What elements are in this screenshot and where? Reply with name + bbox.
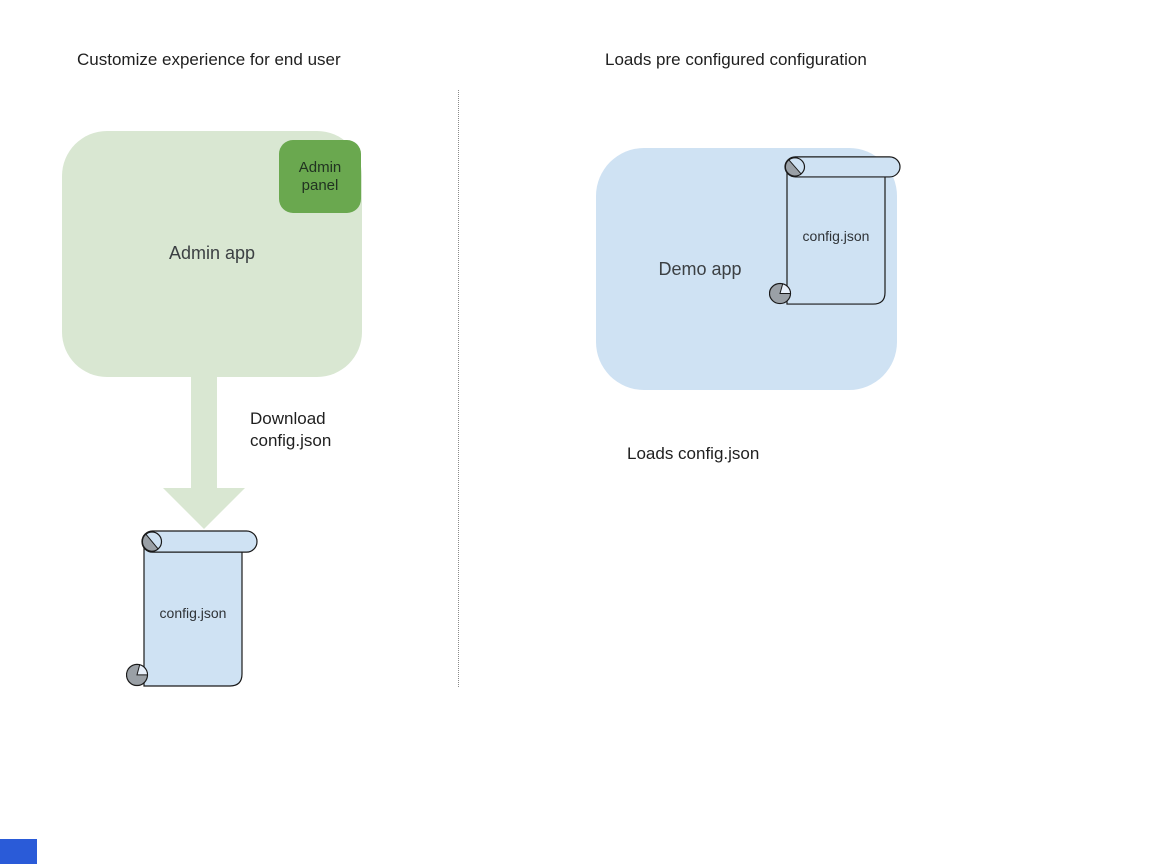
scroll-body: [786, 166, 886, 305]
download-arrow-caption-line1: Download: [250, 409, 326, 428]
right-section-title: Loads pre configured configuration: [605, 50, 867, 69]
config-file-label-right: config.json: [802, 228, 870, 244]
config-scroll-shape-left: [126, 530, 258, 687]
config-file-label-left: config.json: [159, 605, 227, 621]
download-arrow: [163, 377, 245, 529]
download-arrow-caption: Download config.json: [250, 408, 331, 452]
admin-panel-label-line1: Admin: [298, 158, 342, 176]
corner-blue-square: [0, 839, 37, 864]
config-scroll-shape-right: [769, 156, 901, 305]
download-arrow-shape: [163, 377, 245, 529]
scroll-top-curl-shade: [785, 159, 802, 177]
scroll-bottom-curl-notch: [136, 664, 149, 676]
loads-config-caption: Loads config.json: [627, 444, 760, 463]
admin-panel-label-line2: panel: [301, 176, 339, 194]
demo-app-label: Demo app: [658, 259, 742, 279]
scroll-bottom-curl-notch: [779, 283, 792, 295]
section-divider-line: [458, 90, 459, 687]
admin-app-label: Admin app: [168, 243, 256, 263]
scroll-top-curl-shade: [142, 533, 159, 552]
left-section-title: Customize experience for end user: [77, 50, 341, 69]
download-arrow-caption-line2: config.json: [250, 431, 332, 450]
scroll-body: [143, 541, 243, 687]
